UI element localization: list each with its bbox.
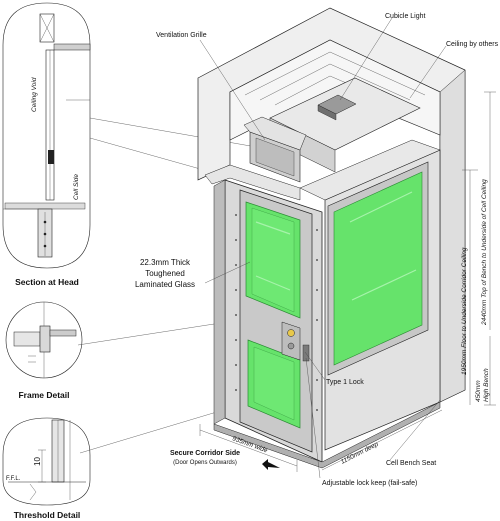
section-at-head-detail: Ceiling Void Cell Side Section at Head bbox=[2, 2, 91, 287]
floor-to-corridor-ceiling-dimension: 1950mm Floor to Underside Corridor Ceili… bbox=[461, 247, 468, 375]
frame-detail: Frame Detail bbox=[5, 301, 83, 400]
ffl-label: F.F.L. bbox=[6, 476, 21, 482]
ceiling-void-label: Ceiling Void bbox=[31, 77, 38, 112]
glass-spec-line3: Laminated Glass bbox=[135, 280, 195, 289]
cubicle-light-label: Cubicle Light bbox=[385, 13, 426, 20]
ventilation-grille-label: Ventilation Grille bbox=[156, 32, 207, 39]
bench-height-value: 450mm bbox=[475, 380, 482, 402]
section-at-head-title: Section at Head bbox=[15, 277, 79, 287]
bench-to-cell-ceiling-dimension: 2440mm Top of Bench to Underside of Cell… bbox=[481, 179, 488, 326]
corridor-side-label: Secure Corridor Side bbox=[170, 450, 240, 457]
ceiling-by-others-label: Ceiling by others bbox=[446, 41, 499, 48]
threshold-detail: 10 F.F.L. Threshold Detail bbox=[2, 417, 91, 520]
glass-spec-line1: 22.3mm Thick bbox=[140, 258, 191, 267]
cubicle-structure bbox=[197, 7, 466, 469]
bench-seat-label: Cell Bench Seat bbox=[386, 460, 436, 467]
threshold-detail-title: Threshold Detail bbox=[14, 510, 81, 520]
lock-keep-label: Adjustable lock keep (fail-safe) bbox=[322, 480, 417, 487]
frame-detail-title: Frame Detail bbox=[18, 390, 69, 400]
side-glass-panel bbox=[333, 171, 423, 366]
callout-leaders bbox=[199, 17, 496, 479]
type1-lock-label: Type 1 Lock bbox=[326, 379, 364, 386]
cell-side-label: Cell Side bbox=[73, 174, 80, 200]
bench-height-label: High Bench bbox=[483, 368, 490, 402]
door-swing-arrow-icon bbox=[262, 459, 280, 470]
glass-spec-line2: Toughened bbox=[145, 269, 185, 278]
threshold-10-dimension: 10 bbox=[33, 457, 42, 466]
door-opens-label: (Door Opens Outwards) bbox=[173, 460, 237, 466]
